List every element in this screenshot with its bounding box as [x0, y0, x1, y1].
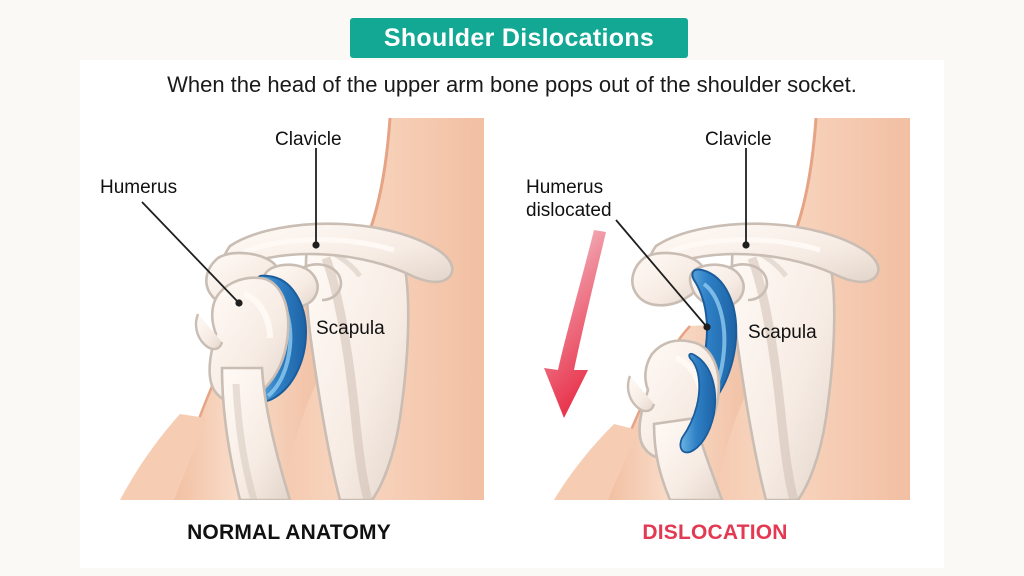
- caption-dislocation: DISLOCATION: [642, 521, 788, 544]
- downward-displacement-arrow: [544, 230, 606, 418]
- clavicle-leader-line: [312, 148, 320, 249]
- clavicle-leader-line: [742, 148, 750, 249]
- normal-anatomy-illustration: [120, 118, 484, 500]
- label-humerus: Humerus: [100, 177, 178, 198]
- labrum-fragment: [679, 352, 717, 454]
- skin-forearm: [120, 414, 206, 500]
- clavicle-bone: [222, 222, 454, 284]
- label-humerus-dislocated-line1: Humerus: [526, 177, 604, 198]
- label-humerus-dislocated-line2: dislocated: [526, 200, 612, 222]
- label-clavicle: Clavicle: [705, 129, 772, 150]
- panel-dislocation: Humerus dislocated Clavicle Scapula: [520, 118, 910, 500]
- dislocation-illustration: [544, 118, 910, 500]
- subtitle: When the head of the upper arm bone pops…: [167, 72, 857, 97]
- humerus-leader-line: [615, 219, 711, 331]
- label-scapula: Scapula: [748, 322, 817, 343]
- panel-normal-anatomy: Humerus Clavicle Scapula: [94, 118, 484, 500]
- label-humerus-dislocated: Humerus dislocated: [526, 176, 676, 222]
- label-clavicle: Clavicle: [275, 129, 342, 150]
- title-banner: Shoulder Dislocations: [350, 18, 688, 58]
- label-scapula: Scapula: [316, 318, 385, 339]
- humerus-leader-line: [141, 201, 243, 307]
- skin-forearm: [554, 424, 638, 500]
- page-title: Shoulder Dislocations: [383, 23, 655, 52]
- caption-normal-anatomy: NORMAL ANATOMY: [187, 521, 391, 544]
- humerus-bone: [194, 276, 292, 500]
